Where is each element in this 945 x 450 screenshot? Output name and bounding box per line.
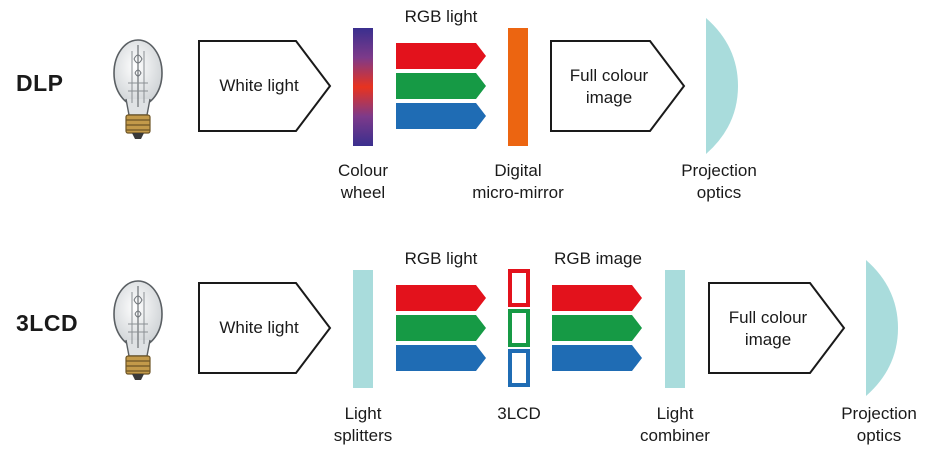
dlp-full-colour-box bbox=[550, 40, 686, 132]
lcd-blue-arrow-out bbox=[552, 345, 642, 371]
light-splitters-line1: Light bbox=[344, 404, 382, 423]
light-splitters-label: Light splitters bbox=[318, 403, 408, 447]
dlp-lens-icon bbox=[706, 18, 738, 154]
dlp-projection-label: Projection optics bbox=[664, 160, 774, 204]
lcd-full-colour-label: Full colour image bbox=[709, 307, 827, 351]
dlp-white-light-label: White light bbox=[219, 76, 299, 95]
dmd-label: Digital micro-mirror bbox=[448, 160, 588, 204]
lcd-red-arrow-in bbox=[396, 285, 486, 311]
dlp-projection-line1: Projection bbox=[681, 161, 757, 180]
dlp-title: DLP bbox=[16, 70, 64, 96]
lcd-lens-icon bbox=[866, 260, 898, 396]
light-splitters-line2: splitters bbox=[333, 426, 393, 445]
dlp-green-arrow bbox=[396, 73, 486, 99]
dlp-rgb-light-label: RGB light bbox=[404, 7, 478, 26]
lcd-green-arrow-in bbox=[396, 315, 486, 341]
dlp-bulb-icon bbox=[113, 39, 163, 140]
lcd-panel-icon bbox=[508, 269, 530, 387]
dlp-projection-line2: optics bbox=[696, 183, 742, 202]
lcd-panel-label: 3LCD bbox=[497, 404, 541, 423]
lcd-full-colour-line1: Full colour bbox=[728, 308, 808, 327]
colour-wheel-line1: Colour bbox=[337, 161, 389, 180]
light-combiner-icon bbox=[665, 270, 685, 388]
lcd-white-light-box bbox=[198, 282, 332, 374]
lcd-title: 3LCD bbox=[16, 310, 79, 336]
dlp-blue-arrow bbox=[396, 103, 486, 129]
lcd-projection-line1: Projection bbox=[841, 404, 917, 423]
dmd-line1: Digital bbox=[494, 161, 542, 180]
dmd-line2: micro-mirror bbox=[472, 183, 564, 202]
dlp-full-colour-line2: image bbox=[585, 88, 633, 107]
lcd-full-colour-box bbox=[708, 282, 846, 374]
dmd-chip-icon bbox=[508, 28, 528, 146]
lcd-bulb-icon bbox=[113, 280, 163, 381]
colour-wheel-line2: wheel bbox=[340, 183, 386, 202]
dlp-white-light-box bbox=[198, 40, 332, 132]
lcd-rgb-light-label: RGB light bbox=[404, 249, 478, 268]
colour-wheel-icon bbox=[353, 28, 373, 146]
lcd-projection-label: Projection optics bbox=[824, 403, 934, 447]
colour-wheel-label: Colour wheel bbox=[318, 160, 408, 204]
lcd-full-colour-line2: image bbox=[744, 330, 792, 349]
light-combiner-label: Light combiner bbox=[625, 403, 725, 447]
lcd-white-light-label: White light bbox=[219, 318, 299, 337]
dlp-red-arrow bbox=[396, 43, 486, 69]
light-combiner-line1: Light bbox=[656, 404, 694, 423]
lcd-rgb-image-label: RGB image bbox=[554, 249, 642, 268]
dlp-full-colour-line1: Full colour bbox=[569, 66, 649, 85]
lcd-green-arrow-out bbox=[552, 315, 642, 341]
lcd-projection-line2: optics bbox=[856, 426, 902, 445]
lcd-red-arrow-out bbox=[552, 285, 642, 311]
lcd-blue-arrow-in bbox=[396, 345, 486, 371]
light-splitters-icon bbox=[353, 270, 373, 388]
dlp-full-colour-label: Full colour image bbox=[551, 65, 667, 109]
light-combiner-line2: combiner bbox=[640, 426, 710, 445]
